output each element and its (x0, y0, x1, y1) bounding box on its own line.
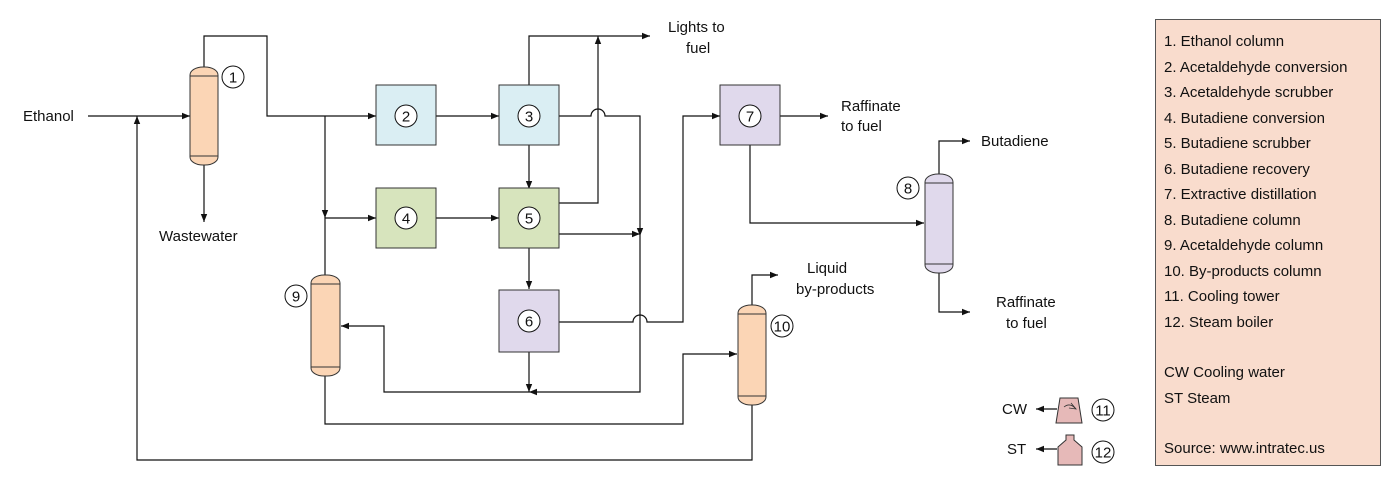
marker-2: 2 (394, 104, 418, 128)
liquid-byproducts-line (751, 271, 778, 305)
legend-item: 1. Ethanol column (1164, 33, 1285, 50)
legend-item: 6. Butadiene recovery (1164, 160, 1310, 178)
ethanol-label: Ethanol (23, 108, 74, 125)
legend-panel: 1. Ethanol column 2. Acetaldehyde conver… (1155, 19, 1381, 466)
recycle-line-10-to-feed (133, 116, 753, 461)
steam-boiler-icon (1057, 434, 1083, 466)
legend-st: ST Steam (1164, 389, 1231, 407)
legend-item: 2. Acetaldehyde conversion (1164, 58, 1348, 76)
svg-text:8: 8 (904, 181, 912, 198)
raffinate-bottom-label-line1: Raffinate (996, 294, 1056, 311)
raffinate-bottom-label-line2: to fuel (1006, 315, 1047, 332)
marker-8: 8 (896, 176, 920, 200)
column-1-ethanol (189, 66, 219, 166)
line-3-to-header (559, 108, 644, 236)
legend-cw: CW Cooling water (1164, 364, 1285, 381)
raffinate-top-label-line2: to fuel (841, 118, 882, 135)
liquid-label-line1: Liquid (807, 260, 847, 277)
raffinate-bottom-line (938, 273, 970, 316)
svg-text:4: 4 (402, 211, 410, 228)
marker-5: 5 (517, 206, 541, 230)
legend-item: 11. Cooling tower (1164, 288, 1280, 305)
marker-3: 3 (517, 104, 541, 128)
svg-text:12: 12 (1095, 445, 1112, 462)
svg-text:6: 6 (525, 314, 533, 331)
legend-item: 5. Butadiene scrubber (1164, 135, 1311, 152)
line-9-to-10 (324, 350, 737, 425)
lights-label-line2: fuel (686, 40, 710, 57)
line-6-to-7 (559, 112, 720, 323)
svg-text:1: 1 (229, 70, 237, 87)
butadiene-line (938, 137, 970, 174)
column1-overhead-line (203, 35, 376, 120)
marker-11: 11 (1091, 398, 1115, 422)
marker-6: 6 (517, 309, 541, 333)
legend-item: 12. Steam boiler (1164, 313, 1274, 331)
svg-text:2: 2 (402, 109, 410, 126)
marker-10: 10 (770, 314, 794, 338)
svg-text:7: 7 (746, 109, 754, 126)
butadiene-label: Butadiene (981, 133, 1049, 150)
line-9-to-4 (324, 214, 376, 275)
st-label: ST (1007, 441, 1026, 458)
svg-text:5: 5 (525, 211, 533, 228)
legend-spacer (1164, 335, 1380, 360)
process-flow-diagram: 1 2 3 4 5 6 7 8 9 10 11 12 Ethanol Waste… (23, 19, 1115, 466)
marker-12: 12 (1091, 440, 1115, 464)
cooling-tower-icon (1055, 397, 1083, 424)
legend-item: 8. Butadiene column (1164, 211, 1301, 229)
legend-source: Source: www.intratec.us (1164, 440, 1325, 457)
legend-item: 3. Acetaldehyde scrubber (1164, 84, 1334, 101)
marker-1: 1 (221, 65, 245, 89)
cw-label: CW (1002, 401, 1028, 418)
legend-item: 10. By-products column (1164, 262, 1322, 280)
line-7-to-8 (749, 145, 924, 227)
line-5-to-lights (559, 36, 602, 204)
liquid-label-line2: by-products (796, 281, 874, 298)
stream-labels: Ethanol Wastewater Lights to fuel Raffin… (23, 19, 1056, 458)
svg-text:9: 9 (292, 289, 300, 306)
legend-item: 9. Acetaldehyde column (1164, 237, 1324, 254)
collector-to-column9-line (341, 322, 529, 393)
marker-9: 9 (284, 284, 308, 308)
column-8-butadiene (924, 173, 954, 274)
column-9-acetaldehyde (310, 274, 341, 377)
number-markers: 1 2 3 4 5 6 7 8 9 10 11 12 (221, 65, 1115, 464)
svg-text:11: 11 (1095, 403, 1111, 420)
lights-label-line1: Lights to (668, 19, 725, 36)
marker-7: 7 (738, 104, 762, 128)
marker-4: 4 (394, 206, 418, 230)
legend-item: 7. Extractive distillation (1164, 186, 1317, 203)
raffinate-top-label-line1: Raffinate (841, 98, 901, 115)
header-to-collector-line (529, 236, 641, 396)
column-10-byproducts (737, 304, 767, 406)
lights-line (528, 32, 650, 85)
legend-item: 4. Butadiene conversion (1164, 109, 1325, 127)
legend-spacer (1164, 411, 1380, 436)
stream-lines (88, 32, 1057, 461)
wastewater-label: Wastewater (159, 228, 238, 245)
svg-text:3: 3 (525, 109, 533, 126)
svg-text:10: 10 (774, 319, 791, 336)
